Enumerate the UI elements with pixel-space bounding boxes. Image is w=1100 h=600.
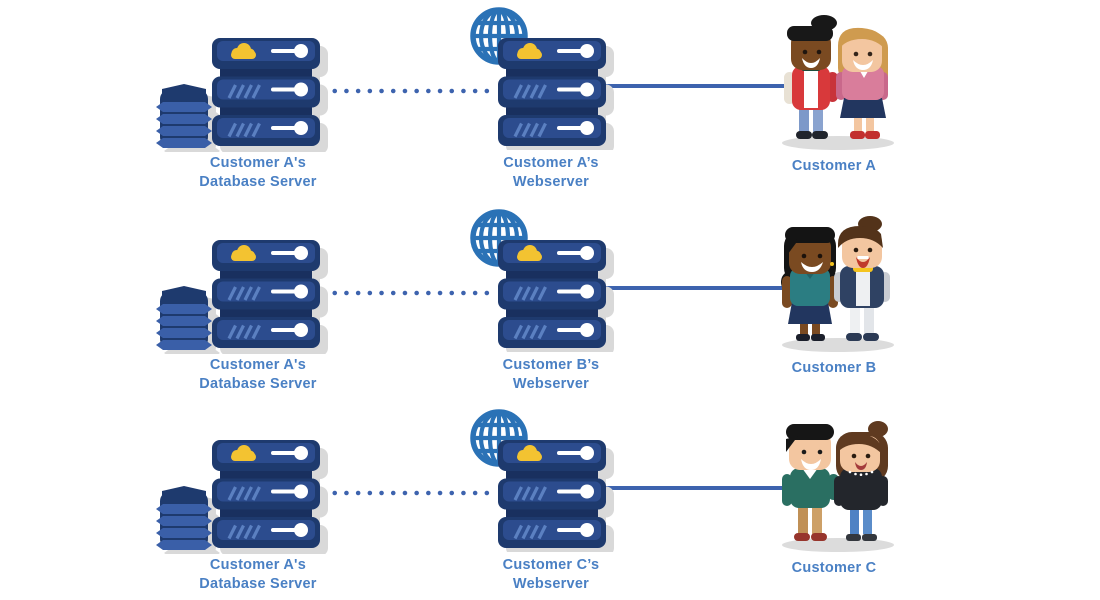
solid-connection-line: [598, 486, 790, 490]
customer-label: Customer A: [791, 158, 877, 174]
dotted-connection-line: [320, 82, 496, 94]
webserver-label-line1: Customer C’s: [502, 557, 600, 573]
diagram-row-customer-a: Customer A's Database Server Customer A’…: [0, 0, 1100, 200]
database-server-label: Customer A's Database Server: [152, 154, 364, 192]
solid-connection-line: [598, 84, 790, 88]
webserver-label: Customer B’s Webserver: [448, 356, 654, 394]
diagram-row-customer-b: Customer A's Database Server Customer B’…: [0, 202, 1100, 402]
database-label-line2: Database Server: [199, 576, 317, 592]
webserver-icon: [452, 406, 608, 550]
webserver-label-line2: Webserver: [512, 376, 590, 392]
database-server-icon: [156, 440, 322, 550]
customer-pair-illustration: [782, 15, 894, 150]
diagram-row-customer-c: Customer A's Database Server Customer C’…: [0, 402, 1100, 600]
database-label-line1: Customer A's: [209, 357, 307, 373]
dotted-connection-line: [320, 284, 496, 296]
webserver-label-line1: Customer A’s: [503, 155, 599, 171]
webserver-label-line2: Webserver: [512, 576, 590, 592]
customer-pair-illustration: [782, 421, 894, 552]
database-server-icon: [156, 38, 322, 148]
database-label-line1: Customer A's: [209, 155, 307, 171]
dotted-connection-line: [320, 484, 496, 496]
webserver-icon: [452, 4, 608, 148]
database-label-line2: Database Server: [199, 174, 317, 190]
database-server-label: Customer A's Database Server: [152, 556, 364, 594]
database-server-label: Customer A's Database Server: [152, 356, 364, 394]
webserver-label: Customer C’s Webserver: [448, 556, 654, 594]
database-label-line2: Database Server: [199, 376, 317, 392]
webserver-label-line2: Webserver: [512, 174, 590, 190]
webserver-label-line1: Customer B’s: [502, 357, 600, 373]
database-label-line1: Customer A's: [209, 557, 307, 573]
webserver-icon: [452, 206, 608, 350]
webserver-label: Customer A’s Webserver: [448, 154, 654, 192]
solid-connection-line: [598, 286, 790, 290]
customer-label: Customer C: [791, 560, 877, 576]
database-server-icon: [156, 240, 322, 350]
customer-label: Customer B: [791, 360, 877, 376]
customer-pair-illustration: [781, 216, 894, 352]
